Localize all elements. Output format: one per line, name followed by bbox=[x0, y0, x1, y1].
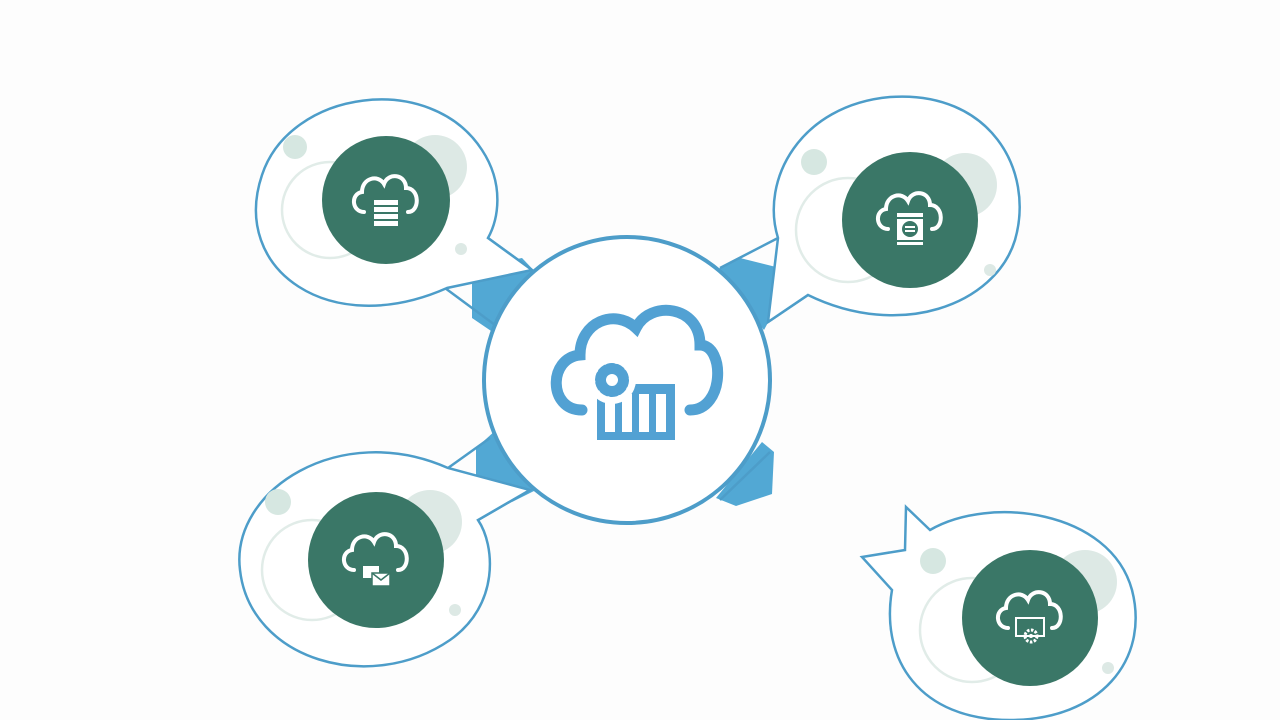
node-top-right[interactable] bbox=[766, 95, 1021, 325]
node-bottom-left[interactable] bbox=[238, 451, 534, 668]
cloud-database-icon bbox=[351, 174, 419, 226]
cloud-mail-icon bbox=[341, 532, 409, 587]
cloud-gear-bar-chart-icon bbox=[550, 304, 724, 440]
connector-plate-top-right bbox=[716, 258, 780, 330]
cloud-sync-server-icon bbox=[875, 191, 943, 245]
hub-node[interactable] bbox=[482, 235, 772, 525]
node-top-left[interactable] bbox=[254, 98, 536, 307]
cloud-monitor-settings-icon bbox=[995, 590, 1063, 644]
node-bottom-right[interactable] bbox=[859, 504, 1137, 720]
